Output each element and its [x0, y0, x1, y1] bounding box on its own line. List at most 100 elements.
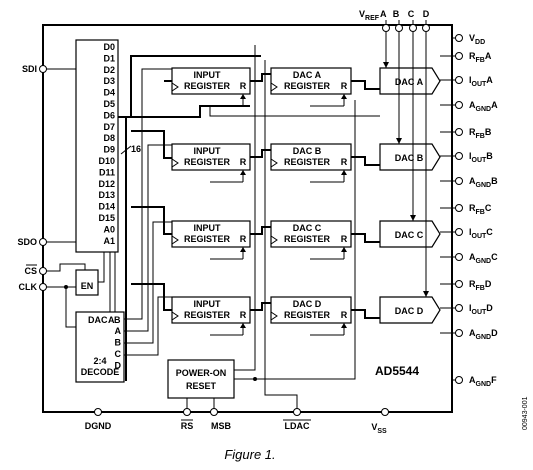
pin-agnd-ch: D [491, 328, 498, 338]
dac-register-line2: REGISTER [284, 310, 331, 320]
input-register-line1: INPUT [194, 223, 222, 233]
pin-agnd-label: A [469, 252, 476, 262]
part-number: AD5544 [375, 364, 419, 378]
pin-rfb-1[interactable]: RFBB [440, 127, 492, 140]
pin-rfb-2[interactable]: RFBC [440, 203, 492, 216]
pin-vss[interactable]: VSS [371, 408, 389, 436]
dac-register-line1: DAC D [293, 299, 322, 309]
pin-iout-0[interactable]: IOUTA [440, 75, 493, 88]
pin-rfb-label: R [469, 279, 476, 289]
input-register-reset: R [240, 310, 247, 320]
decoder-title: DAC [88, 315, 108, 325]
shift-register-bit: D2 [103, 65, 115, 75]
decoder-output-label: C [115, 349, 122, 359]
doc-code: 00943-001 [522, 396, 529, 430]
svg-text:AGNDC: AGNDC [469, 252, 498, 265]
por-line2: RESET [186, 381, 217, 391]
vref-pins[interactable] [382, 24, 430, 32]
pin-vdd-sub: DD [475, 39, 485, 46]
pin-vref-d-label: D [423, 9, 430, 19]
svg-text:VDD: VDD [469, 33, 485, 46]
pin-msb[interactable]: MSB [210, 408, 232, 432]
pin-vref-c-label: C [408, 9, 415, 19]
pin-iout-label: I [469, 151, 472, 161]
pin-iout-label: I [469, 227, 472, 237]
dac-register-reset: R [341, 310, 348, 320]
input-register-line1: INPUT [194, 299, 222, 309]
decoder-line1: 2:4 [93, 356, 106, 366]
svg-text:IOUTD: IOUTD [469, 303, 493, 316]
shift-register-bit: D12 [98, 179, 115, 189]
dac-label: DAC B [395, 153, 424, 163]
dac-label: DAC D [395, 306, 424, 316]
pin-vdd[interactable]: VDD [452, 33, 485, 46]
pin-vdd-label: V [469, 33, 475, 43]
vref-pin-1[interactable] [395, 24, 403, 32]
svg-text:IOUTC: IOUTC [469, 227, 493, 240]
pin-agnd-2[interactable]: AGNDC [440, 252, 498, 265]
figure-caption: Figure 1. [224, 447, 275, 462]
pin-agnd-sub: GND [476, 258, 492, 265]
pin-iout-ch: A [486, 75, 493, 85]
pin-rfb-3[interactable]: RFBD [440, 279, 492, 292]
svg-text:AGNDA: AGNDA [469, 100, 498, 113]
pin-agndf-sub: GND [476, 381, 492, 388]
dac-register-line1: DAC C [293, 223, 322, 233]
pin-cs[interactable]: CS [24, 263, 86, 276]
dac-register-line2: REGISTER [284, 157, 331, 167]
pin-sdi[interactable]: SDI [22, 64, 76, 74]
pin-sdo[interactable]: SDO [17, 237, 76, 247]
pin-dgnd-label: DGND [85, 421, 112, 431]
shift-register-bit: D13 [98, 190, 115, 200]
pin-dgnd[interactable]: DGND [85, 408, 112, 432]
pin-iout-1[interactable]: IOUTB [440, 151, 493, 164]
pin-rfb-sub: FB [476, 209, 485, 216]
input-register-line2: REGISTER [184, 310, 231, 320]
pin-iout-3[interactable]: IOUTD [440, 303, 493, 316]
shift-register-bit: D8 [103, 133, 115, 143]
svg-text:VSS: VSS [371, 422, 387, 435]
svg-text:IOUTB: IOUTB [469, 151, 493, 164]
pin-ldac[interactable]: LDAC [283, 408, 311, 432]
pin-agndf[interactable]: AGNDF [452, 375, 497, 388]
pin-rfb-label: R [469, 51, 476, 61]
pin-agnd-0[interactable]: AGNDA [440, 100, 498, 113]
pin-vss-label: V [371, 422, 377, 432]
shift-register-bit: D1 [103, 53, 115, 63]
shift-register-bits: D0D1D2D3D4D5D6D7D8D9D10D11D12D13D14D15A0… [98, 42, 115, 246]
decoder-line2: DECODE [81, 367, 120, 377]
pin-iout-sub: OUT [472, 81, 488, 88]
pin-iout-sub: OUT [472, 157, 488, 164]
shift-register-bit: A0 [103, 224, 115, 234]
pin-iout-label: I [469, 303, 472, 313]
pin-rfb-ch: D [485, 279, 492, 289]
pin-agnd-3[interactable]: AGNDD [440, 328, 498, 341]
pin-agnd-label: A [469, 176, 476, 186]
pin-rs[interactable]: RS [181, 408, 194, 432]
vref-pin-2[interactable] [409, 24, 417, 32]
right-pins: RFBAIOUTAAGNDARFBBIOUTBAGNDBRFBCIOUTCAGN… [440, 51, 498, 341]
por-line1: POWER-ON [176, 368, 227, 378]
vref-pin-3[interactable] [422, 24, 430, 32]
pin-iout-2[interactable]: IOUTC [440, 227, 493, 240]
pin-iout-sub: OUT [472, 233, 488, 240]
pin-agnd-1[interactable]: AGNDB [440, 176, 498, 189]
pin-agnd-sub: GND [476, 106, 492, 113]
pin-agndf-ch: F [491, 375, 497, 385]
dac-decoder [75, 311, 125, 383]
pin-ldac-label: LDAC [285, 421, 310, 431]
svg-text:AGNDD: AGNDD [469, 328, 498, 341]
svg-text:AGNDF: AGNDF [469, 375, 497, 388]
pin-cs-label: CS [24, 266, 37, 276]
shift-register-bit: D15 [98, 213, 115, 223]
pin-rfb-0[interactable]: RFBA [440, 51, 492, 64]
vref-pin-0[interactable] [382, 24, 390, 32]
pin-clk[interactable]: CLK [19, 282, 77, 328]
